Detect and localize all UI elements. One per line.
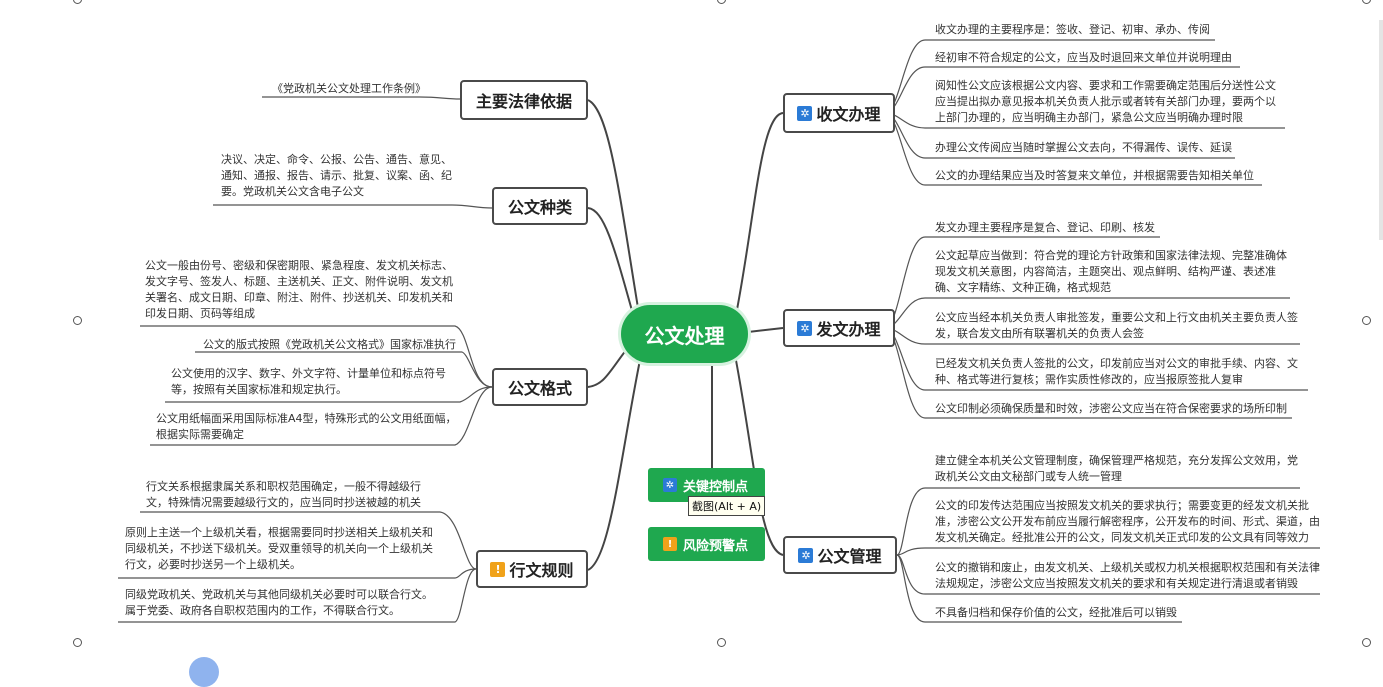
leaf-send: 公文起草应当做到：符合党的理论方针政策和国家法律法规、完整准确体 现发文机关意图… — [935, 249, 1287, 294]
selection-handle[interactable] — [1362, 316, 1371, 325]
screenshot-tooltip: 截图(Alt + A) — [688, 496, 766, 516]
leaf-types: 决议、决定、命令、公报、公告、通告、意见、 通知、通报、报告、请示、批复、议案、… — [221, 153, 452, 198]
center-label: 公文处理 — [644, 323, 725, 348]
leaf-manage: 不具备归档和保存价值的公文，经批准后可以销毁 — [935, 606, 1177, 619]
selection-handle[interactable] — [1362, 638, 1371, 647]
branch-label: 公文管理 — [817, 547, 882, 566]
leaf-send: 发文办理主要程序是复合、登记、印刷、核发 — [935, 221, 1155, 234]
leaf-laws: 《党政机关公文处理工作条例》 — [272, 82, 426, 95]
branch-laws[interactable]: 主要法律依据 — [460, 80, 588, 120]
gear-icon: ✲ — [798, 547, 814, 563]
leaf-rules: 原则上主送一个上级机关看，根据需要同时抄送相关上级机关和 同级机关，不抄送下级机… — [125, 526, 433, 571]
branch-label: 行文规则 — [509, 561, 574, 580]
gear-icon: ✲ — [797, 320, 813, 336]
branch-label: 公文种类 — [507, 198, 572, 217]
leaf-rules: 同级党政机关、党政机关与其他同级机关必要时可以联合行文。 属于党委、政府各自职权… — [125, 588, 433, 617]
connector-lines — [118, 39, 1320, 623]
selection-handle[interactable] — [73, 316, 82, 325]
branch-receive[interactable]: ✲ 收文办理 — [783, 93, 895, 133]
branch-format[interactable]: 公文格式 — [492, 368, 588, 406]
selection-handle[interactable] — [73, 638, 82, 647]
leaf-receive: 收文办理的主要程序是：签收、登记、初审、承办、传阅 — [935, 23, 1210, 36]
center-node[interactable]: 公文处理 — [621, 305, 748, 363]
leaf-send: 公文应当经本机关负责人审批签发，重要公文和上行文由机关主要负责人签 发，联合发文… — [935, 311, 1298, 340]
gear-icon: ✲ — [797, 105, 813, 121]
selection-handle[interactable] — [717, 638, 726, 647]
leaf-receive: 经初审不符合规定的公文，应当及时退回来文单位并说明理由 — [935, 51, 1232, 64]
branch-label: 收文办理 — [816, 105, 881, 124]
leaf-manage: 公文的撤销和废止，由发文机关、上级机关或权力机关根据职权范围和有关法律 法规规定… — [935, 561, 1320, 590]
key-points-label: 关键控制点 — [683, 479, 749, 495]
branch-label: 发文办理 — [816, 320, 881, 339]
leaf-receive: 办理公文传阅应当随时掌握公文去向，不得漏传、误传、延误 — [935, 141, 1232, 154]
branch-types[interactable]: 公文种类 — [492, 187, 588, 225]
leaf-receive: 阅知性公文应该根据公文内容、要求和工作需要确定范围后分送性公文 应当提出拟办意见… — [935, 79, 1276, 124]
leaf-send: 公文印制必须确保质量和时效，涉密公文应当在符合保密要求的场所印制 — [935, 402, 1287, 415]
branch-label: 公文格式 — [507, 379, 572, 398]
leaf-rules: 行文关系根据隶属关系和职权范围确定，一般不得越级行 文，特殊情况需要越级行文的，… — [146, 480, 421, 509]
leaf-send: 已经发文机关负责人签批的公文，印发前应当对公文的审批手续、内容、文 种、格式等进… — [935, 357, 1298, 386]
risk-warning-button[interactable]: ! 风险预警点 — [648, 527, 765, 561]
edge-toolbar — [1379, 20, 1383, 240]
warning-icon: ! — [663, 537, 677, 551]
leaf-manage: 建立健全本机关公文管理制度，确保管理严格规范，充分发挥公文效用，党 政机关公文由… — [935, 454, 1298, 483]
leaf-format: 公文一般由份号、密级和保密期限、紧急程度、发文机关标志、 发文字号、签发人、标题… — [145, 259, 453, 320]
floating-circle[interactable] — [189, 657, 219, 687]
gear-icon: ✲ — [663, 478, 677, 492]
risk-warning-label: 风险预警点 — [683, 538, 749, 554]
leaf-receive: 公文的办理结果应当及时答复来文单位，并根据需要告知相关单位 — [935, 169, 1254, 182]
leaf-format: 公文的版式按照《党政机关公文格式》国家标准执行 — [203, 338, 456, 351]
leaf-format: 公文用纸幅面采用国际标准A4型，特殊形式的公文用纸面幅， 根据实际需要确定 — [156, 412, 457, 441]
branch-send[interactable]: ✲ 发文办理 — [783, 309, 895, 347]
branch-rules[interactable]: ! 行文规则 — [476, 550, 588, 588]
leaf-manage: 公文的印发传达范围应当按照发文机关的要求执行；需要变更的经发文机关批 准，涉密公… — [935, 499, 1320, 544]
leaf-format: 公文使用的汉字、数字、外文字符、计量单位和标点符号 等，按照有关国家标准和规定执… — [171, 367, 446, 396]
branch-manage[interactable]: ✲ 公文管理 — [783, 536, 897, 574]
warning-icon: ! — [490, 561, 506, 577]
branch-label: 主要法律依据 — [475, 92, 572, 111]
